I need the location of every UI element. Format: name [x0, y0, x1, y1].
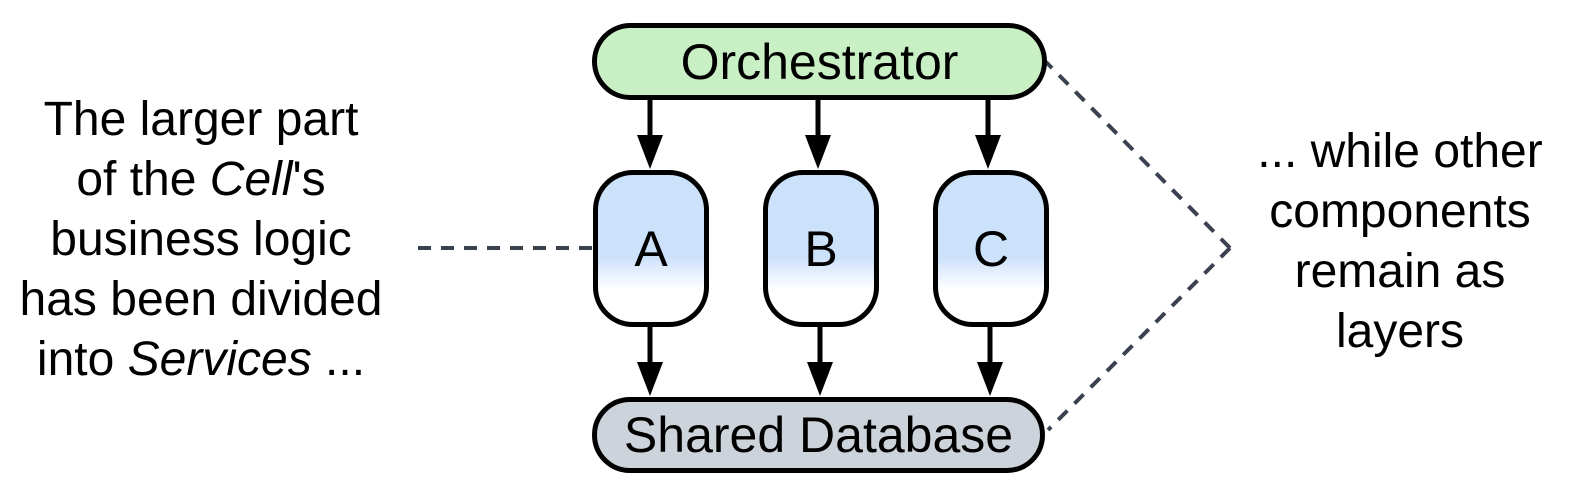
service-box-c: C: [933, 170, 1049, 327]
orchestrator-label: Orchestrator: [680, 33, 959, 90]
left-annotation-line: of the Cell's: [76, 153, 326, 206]
arrow-b-to-database: [807, 325, 833, 396]
left-annotation: The larger part of the Cell's business l…: [1, 90, 401, 390]
arrow-orchestrator-to-c: [975, 98, 1001, 169]
service-box-a: A: [593, 170, 709, 327]
shared-database-label: Shared Database: [623, 407, 1014, 463]
dashed-connector-right-note-to-orchestrator: [1044, 60, 1232, 250]
dashed-connector-right-note-to-database: [1046, 246, 1232, 432]
right-annotation: ... while other components remain as lay…: [1240, 122, 1560, 362]
service-box-b: B: [763, 170, 879, 327]
right-annotation-line: ... while other: [1257, 125, 1543, 178]
orchestrator-box: Orchestrator: [592, 23, 1047, 100]
arrow-orchestrator-to-b: [805, 98, 831, 169]
arrow-c-to-database: [977, 325, 1003, 396]
service-b-label: B: [804, 220, 838, 277]
service-a-label: A: [634, 220, 668, 277]
service-c-label: C: [972, 220, 1010, 277]
left-annotation-line: business logic: [50, 213, 352, 266]
left-annotation-line: The larger part: [43, 93, 359, 146]
right-annotation-line: remain as: [1294, 245, 1506, 298]
arrow-a-to-database: [637, 325, 663, 396]
arrow-orchestrator-to-a: [637, 98, 663, 169]
left-annotation-line: into Services ...: [36, 333, 366, 386]
right-annotation-line: layers: [1335, 305, 1465, 358]
shared-database-box: Shared Database: [592, 397, 1045, 473]
right-annotation-line: components: [1269, 185, 1531, 238]
left-annotation-line: has been divided: [19, 273, 383, 326]
